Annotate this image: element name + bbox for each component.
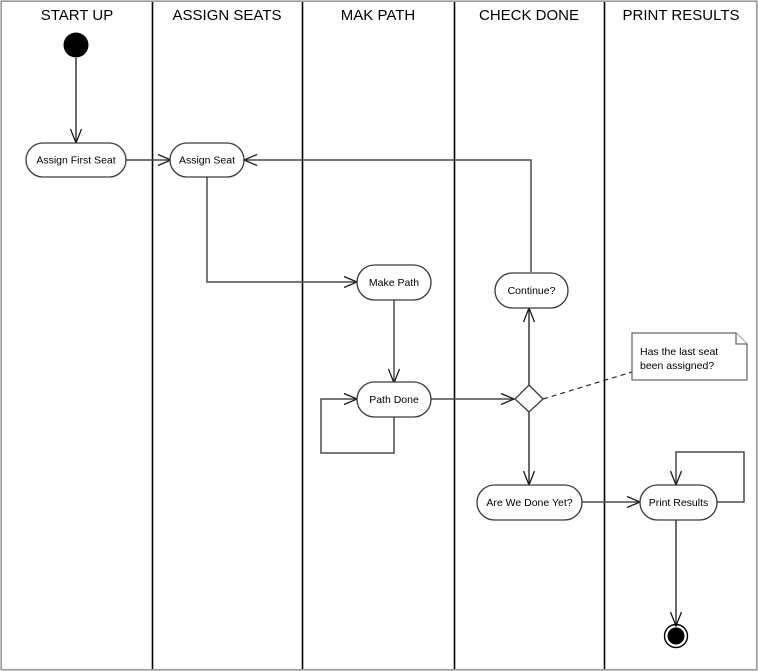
edge-continue-to-assign-seat — [242, 153, 532, 272]
lane-title-start-up: START UP — [41, 7, 114, 24]
edge-are-we-done-to-print-results — [582, 495, 642, 509]
svg-text:been assigned?: been assigned? — [640, 360, 714, 372]
svg-text:Assign Seat: Assign Seat — [179, 154, 235, 166]
decision-node[interactable] — [514, 384, 544, 413]
svg-text:Has the last seat: Has the last seat — [640, 346, 718, 358]
svg-text:Are We Done Yet?: Are We Done Yet? — [486, 497, 572, 509]
activity-are-we-done-yet[interactable]: Are We Done Yet? — [476, 484, 583, 521]
edge-initial-to-assign-first — [69, 58, 83, 145]
edge-path-done-to-decision — [431, 392, 516, 406]
edge-make-path-to-path-done — [387, 300, 401, 385]
edge-print-results-to-final — [669, 520, 683, 628]
svg-text:Assign First Seat: Assign First Seat — [36, 154, 115, 166]
edge-decision-to-continue — [522, 306, 536, 385]
activity-assign-first-seat[interactable]: Assign First Seat — [25, 142, 127, 178]
activity-continue[interactable]: Continue? — [494, 272, 569, 309]
activity-print-results[interactable]: Print Results — [639, 484, 718, 521]
edge-decision-to-are-we-done — [522, 412, 536, 487]
edge-assign-first-to-assign-seat — [126, 153, 173, 167]
svg-text:Print Results: Print Results — [649, 497, 709, 509]
lane-title-check-done: CHECK DONE — [479, 7, 579, 24]
lane-title-mak-path: MAK PATH — [341, 7, 415, 24]
activity-make-path[interactable]: Make Path — [356, 264, 432, 301]
note-has-last-seat-been-assigned[interactable]: Has the last seat been assigned? — [631, 332, 748, 381]
lane-title-assign-seats: ASSIGN SEATS — [173, 7, 282, 24]
lane-title-print-results: PRINT RESULTS — [623, 7, 740, 24]
svg-text:Continue?: Continue? — [508, 285, 556, 297]
svg-text:Make Path: Make Path — [369, 277, 419, 289]
edge-assign-seat-to-make-path — [206, 176, 359, 289]
initial-node[interactable] — [63, 32, 89, 58]
final-node[interactable] — [663, 623, 689, 649]
note-anchor-line — [542, 371, 633, 400]
activity-assign-seat[interactable]: Assign Seat — [169, 142, 245, 178]
svg-text:Path Done: Path Done — [369, 394, 419, 406]
activity-path-done[interactable]: Path Done — [356, 381, 432, 418]
